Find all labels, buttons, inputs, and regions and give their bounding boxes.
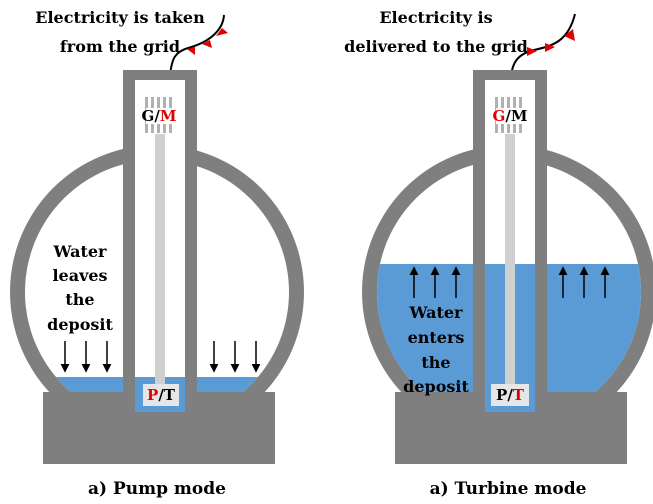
water-text-line-2: enters [408,328,465,347]
power-flow-arrow [545,43,555,52]
machine-label-m: M [511,107,528,125]
caption-turbine-mode: a) Turbine mode [430,479,587,499]
pump-turbine-unit [143,384,179,406]
shaft [505,134,515,384]
water-text-line-3: the [421,353,450,372]
water-text-line-2: leaves [52,266,107,285]
pump-label: P/T [496,386,525,404]
water-flow-arrows [409,266,610,298]
machine-label-bg [496,108,522,124]
water-text-line-4: deposit [403,377,469,396]
grid-text-line-2: delivered to the grid [344,37,528,56]
power-flow-arrow [216,28,228,36]
pump-label: P/T [147,386,176,404]
machine-label-g: G [142,107,155,125]
grid-text-line-1: Electricity is [379,8,492,27]
pump-turbine-unit [491,384,529,406]
pump-label-p: P [496,386,507,404]
pump-label-t: T [164,386,176,404]
grid-text-line-1: Electricity is taken [35,8,205,27]
panel-turbine-mode: Electricity is delivered to the grid G/M… [344,8,653,499]
machine-label: G/M [493,107,528,125]
power-flow-arrow [527,47,537,56]
pump-label-t: T [513,386,525,404]
power-flow-arrow [564,29,575,41]
water-text-line-3: the [65,290,94,309]
power-flow-arrow [187,47,195,55]
panel-pump-mode: Electricity is taken from the grid [10,8,304,499]
water-text-line-4: deposit [47,315,113,334]
power-flow-arrow [202,40,212,48]
machine-label-bg [146,108,172,124]
machine-label: G/M [142,107,177,125]
water-flow-arrows [60,341,261,373]
machine-label-m: M [160,107,177,125]
water-text-line-1: Water [53,242,108,261]
power-cable [169,14,225,76]
water-text-line-1: Water [409,303,464,322]
machine-label-g: G [493,107,506,125]
grid-text-line-2: from the grid [60,37,180,56]
caption-pump-mode: a) Pump mode [88,479,226,499]
pump-label-p: P [147,386,158,404]
shaft [155,134,165,384]
